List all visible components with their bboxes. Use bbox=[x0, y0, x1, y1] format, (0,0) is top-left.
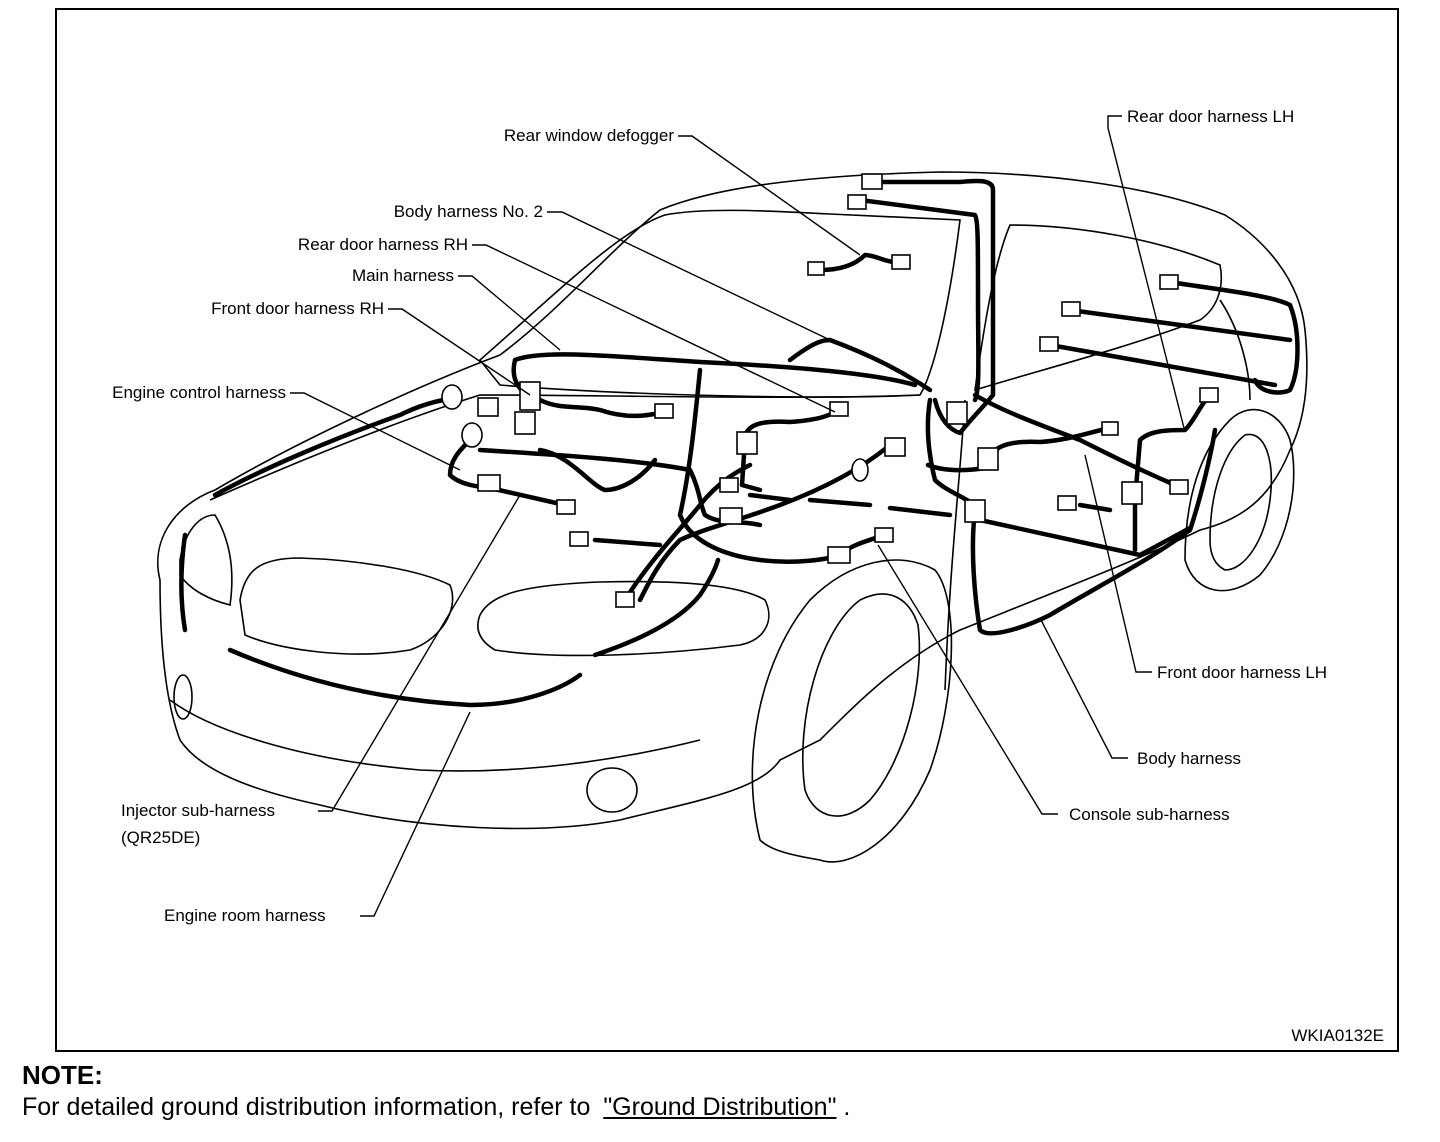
connector bbox=[874, 527, 894, 543]
harness-wires bbox=[179, 178, 1300, 708]
note-text: For detailed ground distribution informa… bbox=[22, 1093, 591, 1121]
harness-labels: Rear window defogger Body harness No. 2 … bbox=[112, 107, 1327, 925]
connector bbox=[847, 194, 867, 210]
note-body: For detailed ground distribution informa… bbox=[22, 1090, 850, 1124]
label-front-door-harness-rh: Front door harness RH bbox=[211, 299, 384, 318]
label-rear-door-harness-lh: Rear door harness LH bbox=[1127, 107, 1294, 126]
car-outline bbox=[157, 171, 1308, 863]
label-body-harness: Body harness bbox=[1137, 749, 1241, 768]
connector bbox=[1169, 479, 1189, 495]
connector bbox=[827, 546, 851, 564]
label-engine-control-harness: Engine control harness bbox=[112, 383, 286, 402]
connector bbox=[1199, 387, 1219, 403]
connector bbox=[1061, 301, 1081, 317]
connector bbox=[654, 403, 674, 419]
label-injector-sub-harness-variant: (QR25DE) bbox=[121, 828, 200, 847]
connector bbox=[1057, 495, 1077, 511]
label-rear-door-harness-rh: Rear door harness RH bbox=[298, 235, 468, 254]
label-console-sub-harness: Console sub-harness bbox=[1069, 805, 1230, 824]
label-main-harness: Main harness bbox=[352, 266, 454, 285]
grommet bbox=[851, 458, 869, 482]
note-title: NOTE: bbox=[22, 1060, 103, 1090]
connector bbox=[477, 474, 501, 492]
diagram-frame bbox=[55, 8, 1399, 1052]
connector bbox=[861, 173, 883, 190]
label-rear-window-defogger: Rear window defogger bbox=[504, 126, 674, 145]
connector bbox=[719, 507, 743, 525]
connector bbox=[1101, 421, 1119, 436]
connector bbox=[615, 591, 635, 608]
connector bbox=[1039, 336, 1059, 352]
connector bbox=[569, 531, 589, 547]
figure-code: WKIA0132E bbox=[1291, 1026, 1384, 1045]
grommet bbox=[461, 422, 483, 448]
label-injector-sub-harness: Injector sub-harness bbox=[121, 801, 275, 820]
connector bbox=[964, 499, 986, 523]
connector bbox=[477, 397, 499, 417]
connector bbox=[807, 261, 825, 276]
connector bbox=[719, 477, 739, 493]
grommet bbox=[441, 384, 463, 410]
connectors bbox=[441, 173, 1219, 608]
connector bbox=[519, 381, 541, 411]
label-body-harness-no2: Body harness No. 2 bbox=[394, 202, 543, 221]
connector bbox=[946, 401, 968, 425]
connector bbox=[1121, 481, 1143, 505]
note-section: NOTE: For detailed ground distribution i… bbox=[22, 1060, 850, 1124]
connector bbox=[556, 499, 576, 515]
connector bbox=[884, 437, 906, 457]
ground-distribution-link[interactable]: "Ground Distribution" bbox=[603, 1093, 837, 1121]
leader-lines bbox=[290, 115, 1186, 917]
connector bbox=[736, 431, 758, 455]
label-front-door-harness-lh: Front door harness LH bbox=[1157, 663, 1327, 682]
note-end: . bbox=[843, 1093, 851, 1121]
connector bbox=[514, 411, 536, 435]
connector bbox=[829, 401, 849, 417]
connector bbox=[977, 447, 999, 471]
connector bbox=[891, 254, 911, 270]
label-engine-room-harness: Engine room harness bbox=[164, 906, 326, 925]
connector bbox=[1159, 274, 1179, 290]
